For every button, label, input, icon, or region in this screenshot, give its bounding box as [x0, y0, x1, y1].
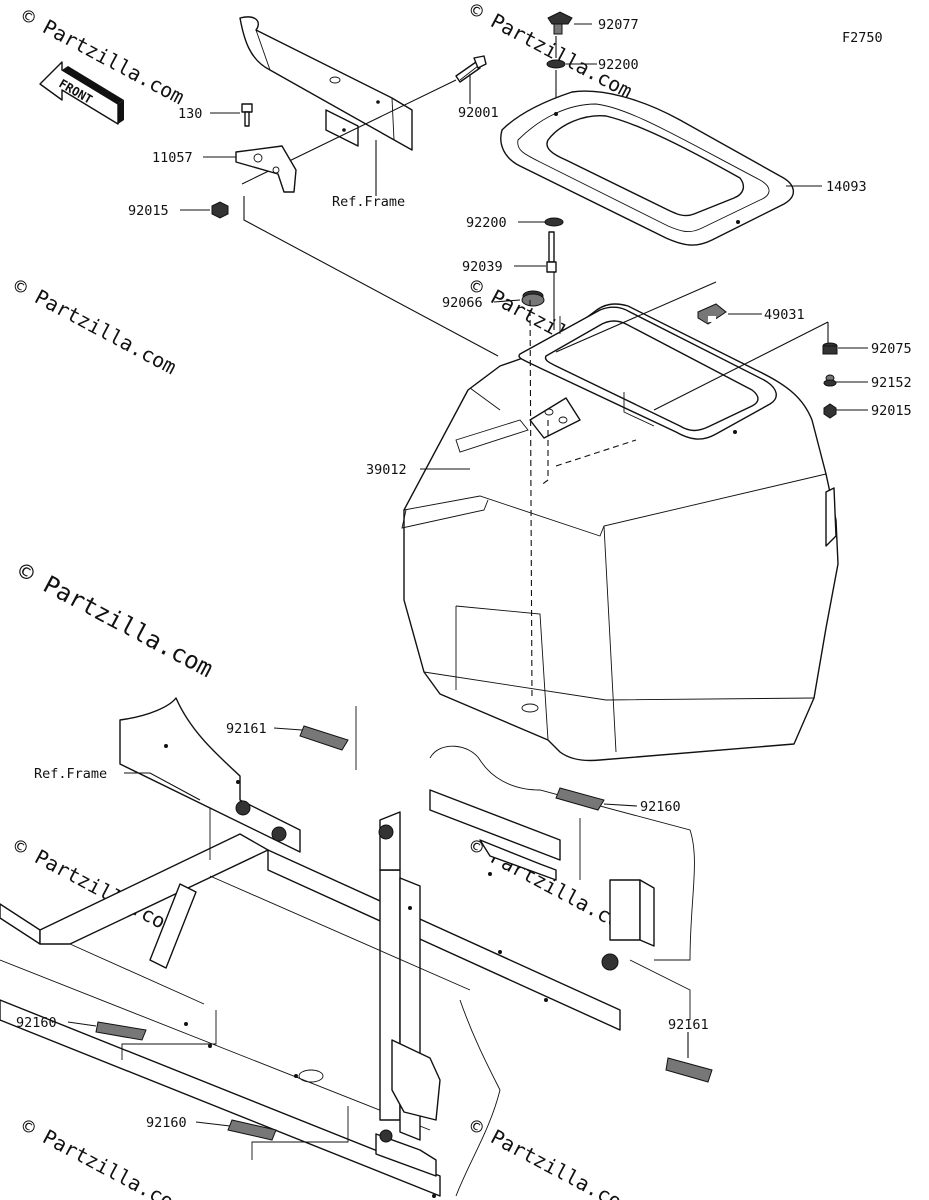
- partzilla-watermark: © Partzilla.com: [13, 557, 218, 683]
- label-92075[interactable]: 92075: [871, 341, 912, 357]
- washer-92200-lower-icon: [544, 217, 564, 227]
- label-92077[interactable]: 92077: [598, 17, 639, 33]
- sticker-92160-upper-icon: [555, 787, 605, 811]
- label-92161-lower[interactable]: 92161: [668, 1017, 709, 1033]
- bolt-130-icon: [241, 103, 253, 127]
- label-92001[interactable]: 92001: [458, 105, 499, 121]
- washer-92200-icon: [546, 59, 566, 69]
- sticker-92161-upper-icon: [299, 725, 349, 751]
- label-92160-bottom[interactable]: 92160: [146, 1115, 187, 1131]
- collar-92152-icon: [823, 374, 837, 387]
- sticker-92161-lower-icon: [665, 1057, 713, 1083]
- rivet-92039-icon: [546, 231, 557, 273]
- label-39012[interactable]: 39012: [366, 462, 407, 478]
- label-ref-frame-bottom: Ref.Frame: [34, 766, 107, 782]
- label-ref-frame-top: Ref.Frame: [332, 194, 405, 210]
- bolt-92001-icon: [455, 55, 487, 83]
- bracket-11057-icon: [235, 145, 297, 193]
- cap-92077-icon: [547, 11, 573, 35]
- label-92015-lower[interactable]: 92015: [871, 403, 912, 419]
- lid-14093-icon: [500, 90, 794, 246]
- leader-lines: [67, 23, 868, 1127]
- plug-92066-icon: [521, 290, 545, 307]
- label-92039[interactable]: 92039: [462, 259, 503, 275]
- watermark-text: © Partzilla.com: [10, 273, 181, 379]
- label-92160-left[interactable]: 92160: [16, 1015, 57, 1031]
- diagram-code: F2750: [842, 30, 883, 46]
- label-92200-lower[interactable]: 92200: [466, 215, 507, 231]
- watermark-text: © Partzilla.com: [466, 0, 637, 103]
- clip-49031-icon: [697, 303, 727, 325]
- sticker-92160-left-icon: [95, 1021, 147, 1041]
- label-92161-upper[interactable]: 92161: [226, 721, 267, 737]
- sticker-92160-bottom-icon: [227, 1119, 277, 1141]
- grommet-92075-icon: [822, 342, 838, 355]
- label-11057[interactable]: 11057: [152, 150, 193, 166]
- label-92160-upper[interactable]: 92160: [640, 799, 681, 815]
- nut-92015-lower-icon: [823, 403, 837, 419]
- watermark-text: © Partzilla.com: [466, 1113, 637, 1200]
- label-92152[interactable]: 92152: [871, 375, 912, 391]
- nut-92015-icon: [211, 201, 229, 219]
- label-130[interactable]: 130: [178, 106, 202, 122]
- label-92015[interactable]: 92015: [128, 203, 169, 219]
- label-49031[interactable]: 49031: [764, 307, 805, 323]
- part-labels: 92077 92200 92001 130 11057 92015 Ref.Fr…: [16, 17, 912, 1131]
- box-39012-icon: [401, 303, 839, 762]
- upper-frame-bracket: [239, 16, 413, 151]
- label-92066[interactable]: 92066: [442, 295, 483, 311]
- label-14093[interactable]: 14093: [826, 179, 867, 195]
- lower-frame: [0, 697, 695, 1198]
- label-92200[interactable]: 92200: [598, 57, 639, 73]
